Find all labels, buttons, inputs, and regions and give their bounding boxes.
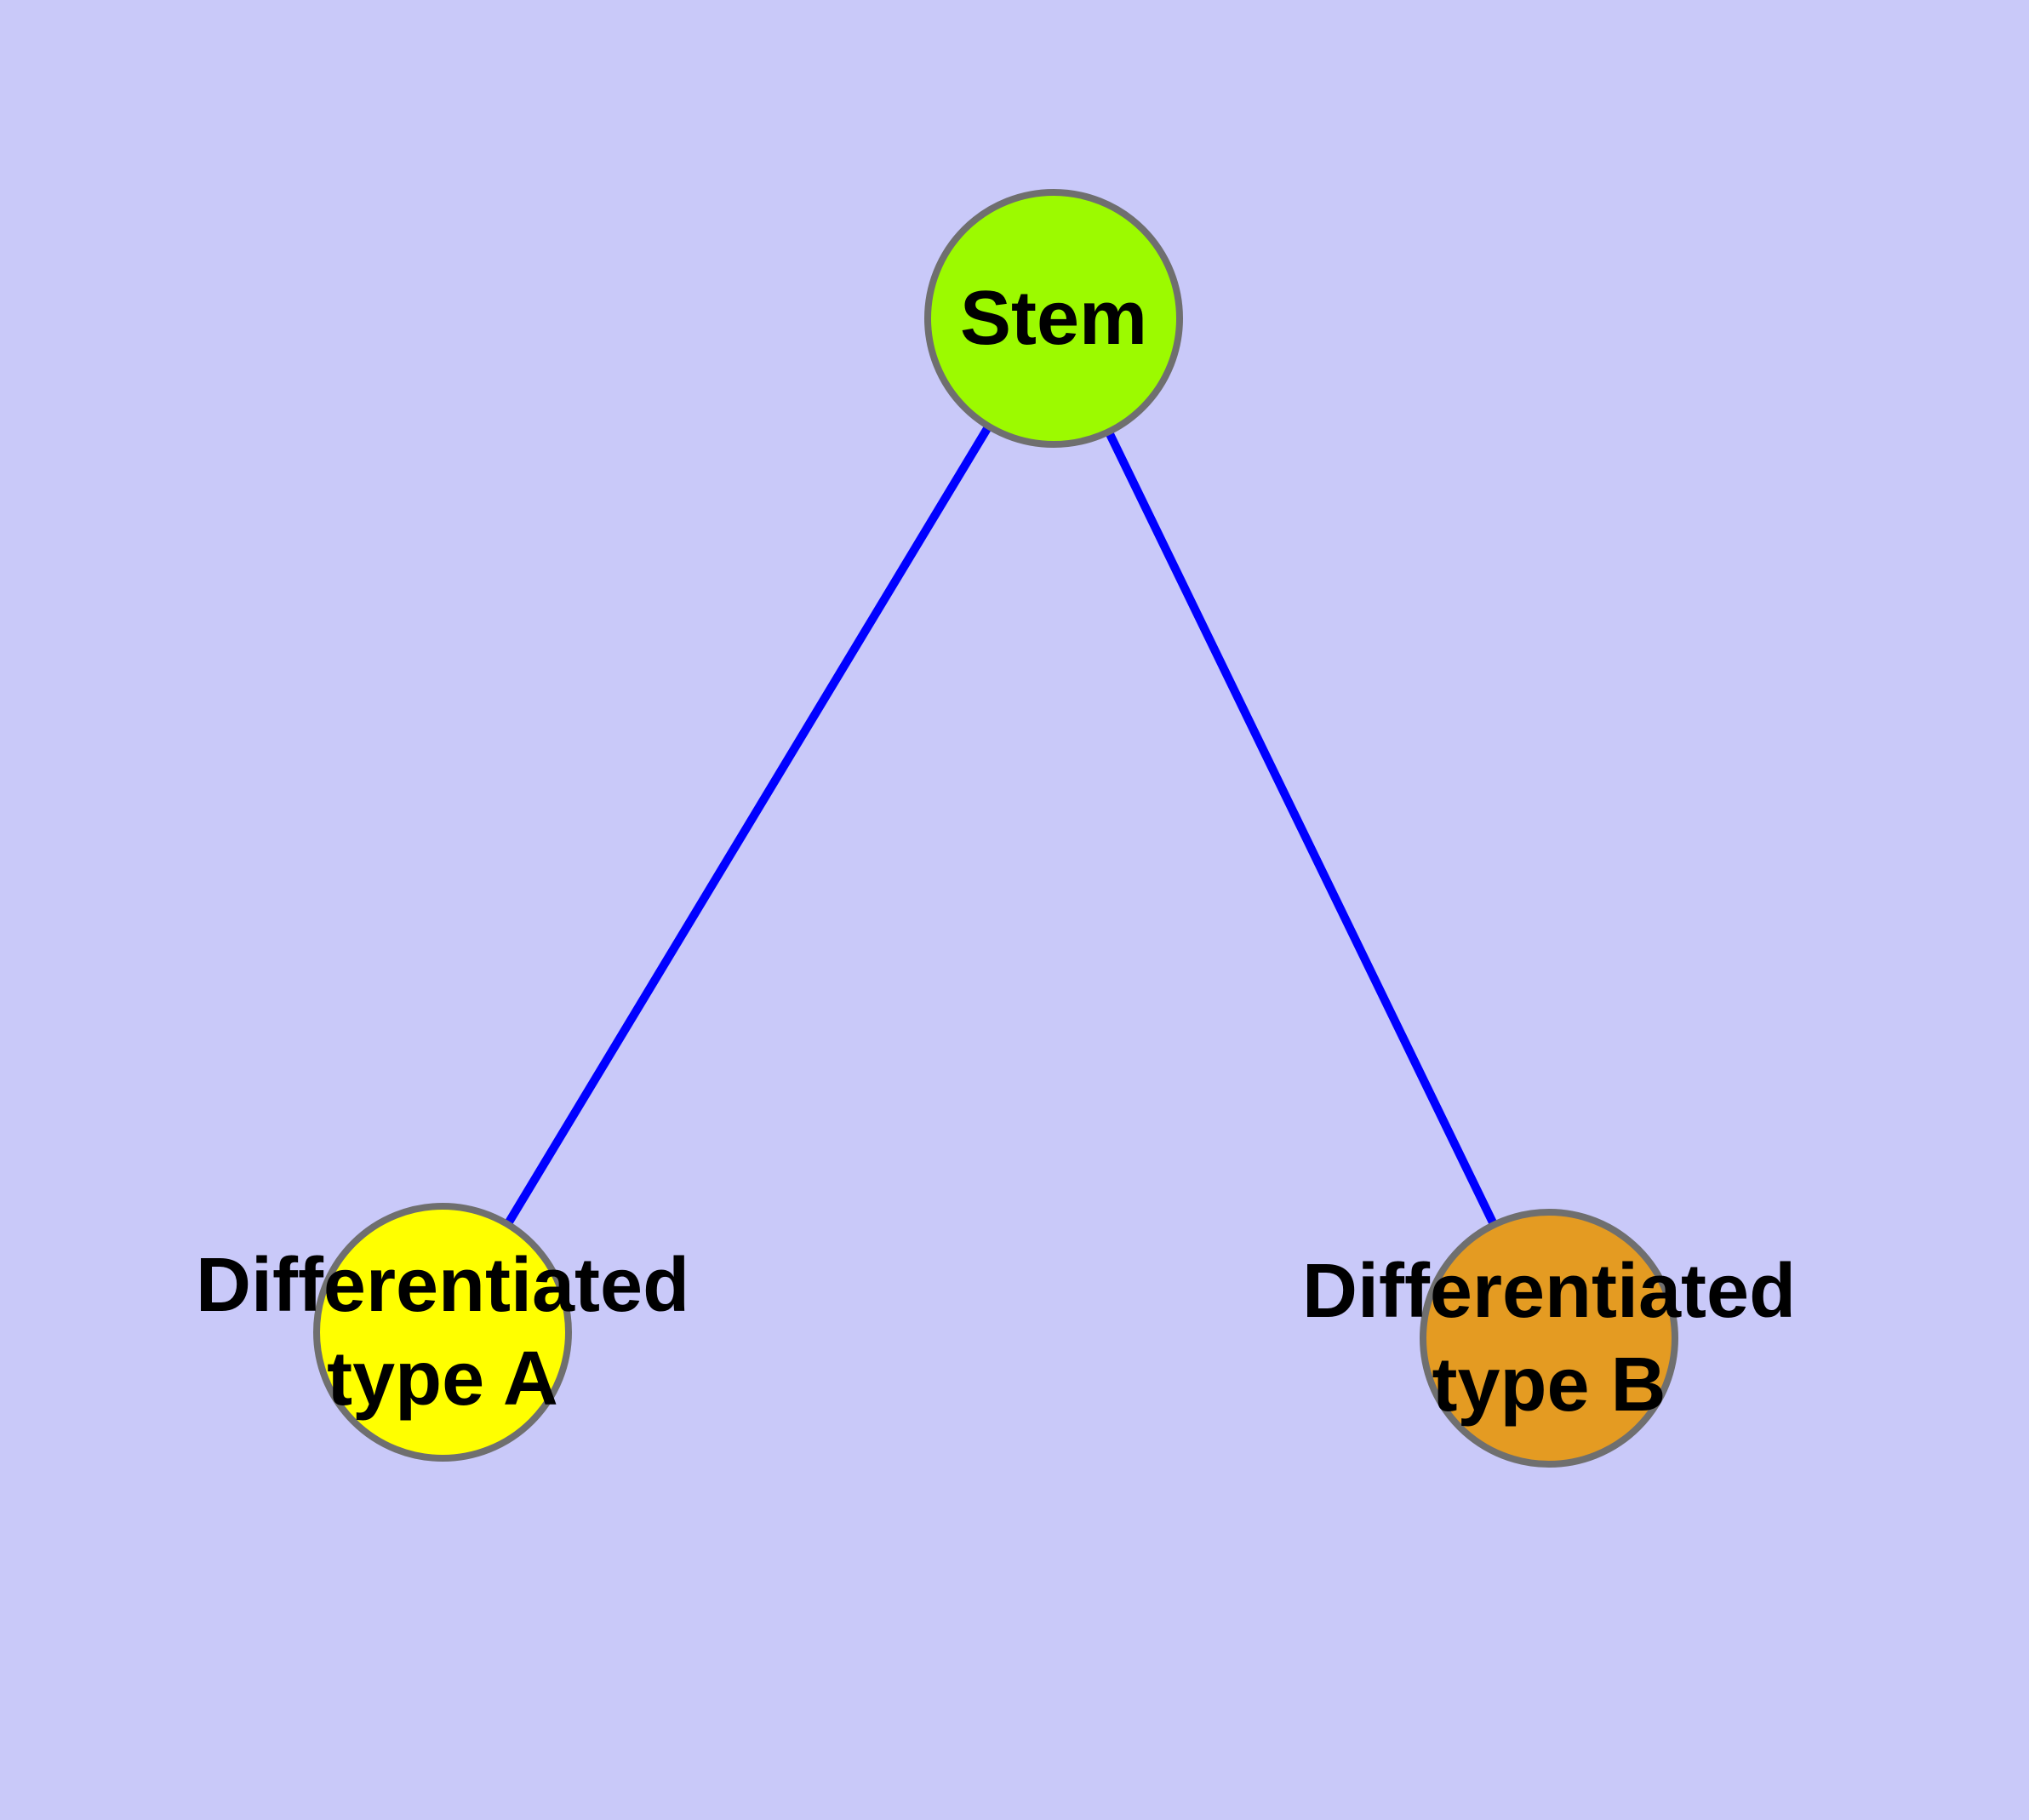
node-stem[interactable]: Stem bbox=[924, 189, 1183, 448]
node-differentiated-type-b-label: Differentiated type B bbox=[1302, 1245, 1796, 1432]
node-differentiated-type-a-label-line2: type A bbox=[327, 1336, 558, 1422]
node-differentiated-type-b-label-line1: Differentiated bbox=[1301, 1249, 1797, 1334]
node-differentiated-type-b-label-line2: type B bbox=[1432, 1342, 1666, 1428]
node-differentiated-type-a-label: Differentiated type A bbox=[196, 1239, 689, 1426]
edge-stem-to-type-a bbox=[438, 316, 1058, 1335]
node-stem-label: Stem bbox=[959, 276, 1148, 361]
node-differentiated-type-a[interactable]: Differentiated type A bbox=[196, 1203, 689, 1462]
node-differentiated-type-a-label-line1: Differentiated bbox=[195, 1243, 690, 1328]
node-differentiated-type-b[interactable]: Differentiated type B bbox=[1302, 1209, 1796, 1468]
edge-stem-to-type-b bbox=[1049, 316, 1553, 1341]
